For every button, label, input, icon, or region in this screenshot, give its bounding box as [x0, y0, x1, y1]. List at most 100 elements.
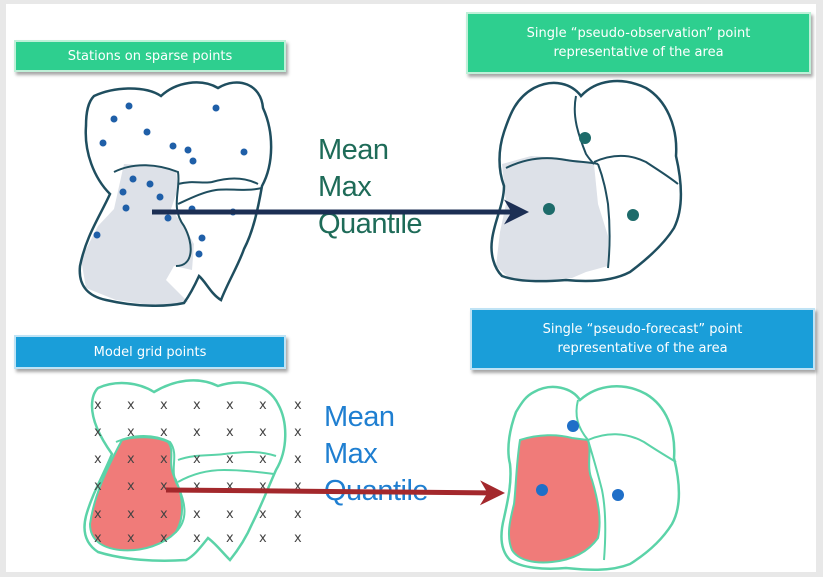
grid-point-marker: x [160, 452, 168, 467]
pseudo-observation-label-line-2: representative of the area [553, 45, 724, 60]
area-outline [490, 79, 683, 283]
stations-label: Stations on sparse points [14, 40, 286, 72]
grid-point-marker: x [193, 425, 201, 440]
grid-point-marker: x [127, 479, 135, 494]
grid-point-marker: x [160, 479, 168, 494]
grid-point-marker: x [94, 531, 102, 546]
boundary-line [177, 468, 275, 483]
stations-map [78, 81, 273, 307]
station-point [110, 115, 118, 123]
station-point [198, 234, 206, 242]
grid-point-marker: x [259, 507, 267, 522]
sub-area-highlight [88, 436, 183, 552]
station-point [195, 250, 203, 258]
station-point [125, 102, 133, 110]
area-outline [83, 379, 287, 562]
statistic-max: Max [324, 438, 378, 470]
grid-point-marker: x [294, 425, 302, 440]
grid-point-marker: x [193, 479, 201, 494]
statistic-max: Max [318, 171, 372, 203]
grid-point-marker: x [160, 425, 168, 440]
boundary-line [177, 451, 277, 461]
station-point [129, 175, 137, 183]
grid-point-marker: x [160, 531, 168, 546]
grid-point-marker: x [94, 479, 102, 494]
pseudo-forecast-label: Single “pseudo-forecast” point represent… [470, 308, 815, 370]
grid-point-marker: x [226, 398, 234, 413]
grid-point-marker: x [160, 398, 168, 413]
area-outline [500, 385, 681, 572]
station-point [99, 139, 107, 147]
pseudo-observation-point [627, 209, 639, 221]
grid-point-marker: x [294, 507, 302, 522]
pseudo-observation-map [490, 79, 683, 283]
pseudo-observation-point [543, 203, 555, 215]
area-outline [78, 81, 273, 307]
pseudo-observation-label-line-1: Single “pseudo-observation” point [526, 26, 751, 41]
boundary-line [115, 435, 186, 533]
grid-point-marker: x [127, 507, 135, 522]
station-point [169, 142, 177, 150]
station-point [156, 193, 164, 201]
grid-point-marker: x [259, 452, 267, 467]
pseudo-observation-point [579, 132, 591, 144]
station-point [122, 204, 130, 212]
station-point [184, 146, 192, 154]
station-point [143, 128, 151, 136]
sub-area-highlight [496, 156, 608, 280]
grid-point-marker: x [259, 531, 267, 546]
station-point [212, 104, 220, 112]
aggregation-arrow-bottom [165, 480, 505, 506]
boundary-line [587, 433, 677, 463]
grid-point-marker: x [226, 425, 234, 440]
grid-point-marker: x [226, 452, 234, 467]
sub-area-highlight [507, 434, 601, 564]
grid-point-marker: x [193, 507, 201, 522]
grid-point-marker: x [94, 398, 102, 413]
boundary-line [597, 163, 611, 269]
grid-point-marker: x [94, 452, 102, 467]
pseudo-forecast-map [500, 385, 681, 572]
diagram-canvas: Stations on sparse points Single “pseudo… [6, 4, 816, 572]
pseudo-observation-label: Single “pseudo-observation” point repres… [466, 12, 811, 74]
sub-area-highlight [81, 164, 194, 306]
boundary-line [593, 155, 679, 185]
grid-point-marker: x [294, 531, 302, 546]
boundary-line [505, 157, 599, 169]
pseudo-forecast-points [536, 420, 624, 501]
grid-point-marker: x [193, 398, 201, 413]
boundary-line [587, 439, 607, 561]
grid-point-marker: x [193, 531, 201, 546]
grid-point-marker: x [127, 531, 135, 546]
station-point [93, 231, 101, 239]
grid-point-marker: x [294, 479, 302, 494]
boundary-line [573, 95, 595, 165]
model-grid-label: Model grid points [14, 335, 286, 369]
grid-point-marker: x [294, 452, 302, 467]
grid-point-marker: x [94, 425, 102, 440]
grid-point-marker: x [160, 507, 168, 522]
grid-point-marker: x [226, 479, 234, 494]
grid-point-marker: x [127, 452, 135, 467]
station-point [119, 188, 127, 196]
grid-point-marker: x [226, 531, 234, 546]
stations-label-text: Stations on sparse points [67, 48, 233, 64]
station-point [164, 214, 172, 222]
grid-point-marker: x [259, 425, 267, 440]
station-point [189, 157, 197, 165]
pseudo-forecast-label-line-1: Single “pseudo-forecast” point [542, 322, 743, 337]
pseudo-forecast-point [536, 484, 548, 496]
grid-point-marker: x [127, 425, 135, 440]
grid-point-marker: x [294, 398, 302, 413]
boundary-line [177, 187, 263, 205]
boundary-line [177, 177, 259, 185]
boundary-line [575, 399, 589, 441]
statistic-mean: Mean [324, 401, 395, 433]
pseudo-forecast-point [612, 489, 624, 501]
boundary-line [113, 164, 192, 267]
grid-point-marker: x [259, 479, 267, 494]
grid-point-marker: x [193, 452, 201, 467]
